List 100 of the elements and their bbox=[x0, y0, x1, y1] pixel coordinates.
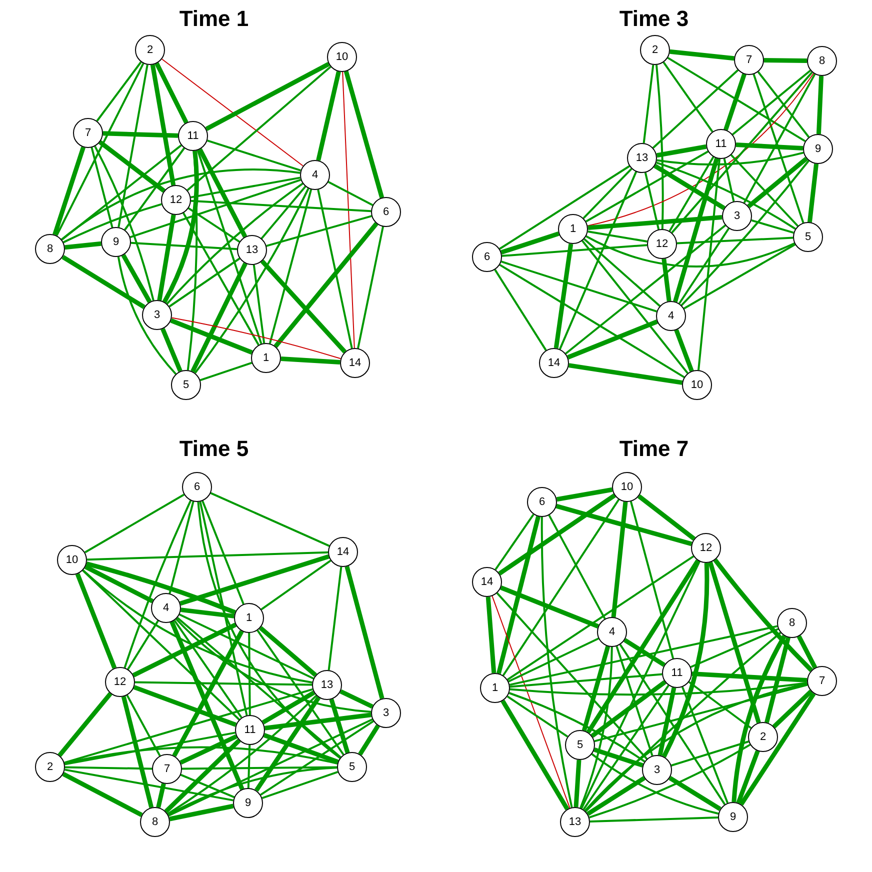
node-circle: 1 bbox=[251, 343, 281, 373]
network-edge bbox=[64, 241, 102, 250]
network-edge bbox=[568, 363, 683, 385]
network-edge bbox=[499, 165, 630, 250]
network-edge bbox=[747, 156, 808, 208]
network-edge bbox=[358, 724, 380, 756]
network-edge bbox=[732, 634, 786, 802]
node-circle: 13 bbox=[237, 235, 267, 265]
network-edge bbox=[816, 76, 824, 134]
network-edge bbox=[757, 71, 810, 138]
network-edge bbox=[671, 740, 749, 766]
network-edge bbox=[724, 73, 746, 131]
network-edge bbox=[64, 746, 338, 764]
network-edge bbox=[127, 620, 159, 670]
network-edge bbox=[162, 150, 199, 304]
network-edge bbox=[498, 494, 616, 576]
network-edge bbox=[316, 71, 341, 161]
network-edge bbox=[268, 189, 312, 344]
node-circle: 3 bbox=[142, 300, 172, 330]
node-circle: 7 bbox=[807, 666, 837, 696]
network-edge bbox=[499, 264, 685, 378]
network-edge bbox=[667, 56, 806, 142]
network-edge bbox=[260, 560, 332, 610]
node-circle: 13 bbox=[312, 670, 342, 700]
network-edge bbox=[588, 744, 751, 818]
node-circle: 1 bbox=[480, 673, 510, 703]
network-edge bbox=[260, 720, 374, 796]
node-circle: 14 bbox=[328, 537, 358, 567]
network-edge bbox=[194, 188, 310, 374]
network-edge bbox=[96, 61, 142, 122]
network-edge bbox=[199, 501, 248, 716]
node-circle: 7 bbox=[734, 45, 764, 75]
network-edge bbox=[280, 356, 340, 364]
network-edge bbox=[652, 69, 739, 149]
network-edge bbox=[328, 566, 342, 670]
network-edge bbox=[752, 74, 804, 224]
network-edge bbox=[611, 502, 628, 618]
network-edge bbox=[508, 692, 646, 762]
network-edge bbox=[494, 269, 547, 351]
network-edge bbox=[170, 620, 244, 790]
network-edge bbox=[500, 231, 560, 255]
node-circle: 8 bbox=[777, 608, 807, 638]
network-edge bbox=[61, 168, 300, 240]
network-edge bbox=[52, 146, 86, 236]
network-edge bbox=[186, 150, 198, 370]
network-edge bbox=[124, 148, 185, 230]
network-edge bbox=[200, 362, 252, 382]
node-circle: 3 bbox=[642, 755, 672, 785]
network-edge bbox=[502, 498, 620, 676]
network-edge bbox=[668, 156, 714, 232]
network-edge bbox=[180, 554, 330, 606]
network-edge bbox=[162, 58, 304, 166]
network-edge bbox=[654, 164, 726, 210]
network-edge bbox=[168, 766, 338, 816]
network-edge bbox=[124, 500, 192, 668]
network-edge bbox=[121, 254, 152, 303]
node-circle: 4 bbox=[597, 617, 627, 647]
network-edge bbox=[64, 688, 313, 764]
network-edge bbox=[126, 694, 161, 756]
network-edge bbox=[736, 142, 804, 150]
node-circle: 9 bbox=[233, 788, 263, 818]
network-edge bbox=[656, 162, 796, 230]
network-edge bbox=[86, 551, 328, 561]
network-edge bbox=[56, 62, 144, 236]
network-edge bbox=[179, 614, 314, 680]
network-edge bbox=[764, 636, 790, 724]
network-edge bbox=[132, 622, 237, 678]
network-edge bbox=[582, 684, 670, 810]
network-edge bbox=[638, 494, 696, 541]
network-edge bbox=[584, 238, 660, 307]
network-edge bbox=[586, 776, 646, 816]
network-edge bbox=[590, 680, 666, 738]
network-edge bbox=[668, 776, 722, 812]
network-edge bbox=[329, 698, 350, 754]
node-circle: 2 bbox=[135, 35, 165, 65]
network-edge bbox=[588, 230, 648, 242]
network-edge bbox=[130, 178, 302, 238]
network-edge bbox=[344, 70, 384, 198]
network-edge bbox=[796, 635, 818, 669]
network-edge bbox=[554, 244, 574, 348]
node-circle: 12 bbox=[105, 667, 135, 697]
network-edge bbox=[586, 150, 708, 222]
network-edge bbox=[548, 514, 606, 620]
node-circle: 1 bbox=[558, 214, 588, 244]
network-edge bbox=[205, 62, 330, 131]
network-edge bbox=[739, 692, 816, 806]
network-edge bbox=[262, 690, 316, 724]
network-edge bbox=[62, 203, 162, 244]
network-edge bbox=[133, 685, 237, 727]
node-circle: 11 bbox=[235, 715, 265, 745]
node-circle: 13 bbox=[627, 143, 657, 173]
network-edge bbox=[168, 501, 194, 594]
node-circle: 12 bbox=[691, 533, 721, 563]
network-edge bbox=[90, 147, 114, 228]
network-edge bbox=[164, 738, 241, 814]
network-edge bbox=[84, 564, 154, 604]
node-circle: 7 bbox=[152, 754, 182, 784]
network-edge bbox=[619, 644, 726, 805]
network-edge bbox=[98, 140, 166, 193]
network-edge bbox=[772, 690, 813, 728]
